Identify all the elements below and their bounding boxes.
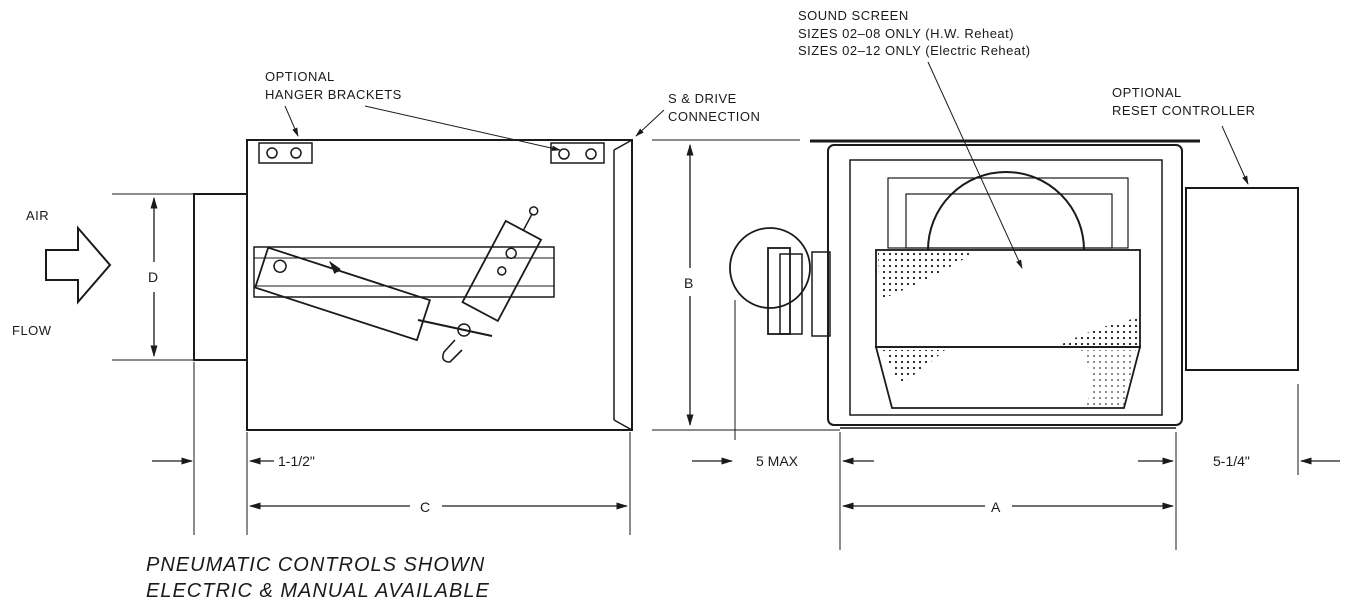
main-cabinet (246, 139, 633, 431)
sound-screen-label-line3: SIZES 02–12 ONLY (Electric Reheat) (798, 43, 1031, 58)
fan-motor (729, 227, 831, 337)
reset-controller-box (1185, 187, 1299, 371)
pneumatic-actuator (417, 206, 543, 363)
sound-screen (874, 249, 1142, 409)
hanger-bracket-left (258, 142, 313, 164)
controls-note-line1: PNEUMATIC CONTROLS SHOWN (146, 554, 485, 576)
dimension-five-quarter-label: 5-1/4" (1213, 453, 1250, 469)
air-flow-arrow-icon (45, 225, 112, 305)
reset-controller-label-line1: OPTIONAL (1112, 85, 1182, 100)
dimension-d (112, 193, 194, 361)
extension-lines (193, 300, 1299, 550)
air-label: AIR (26, 208, 49, 223)
flow-label: FLOW (12, 323, 52, 338)
dimension-b-label: B (684, 275, 693, 291)
drive-connection-label-line1: S & DRIVE (668, 91, 737, 106)
sound-screen-label-line1: SOUND SCREEN (798, 8, 909, 23)
hanger-label-line1: OPTIONAL (265, 69, 335, 84)
controls-note-line2: ELECTRIC & MANUAL AVAILABLE (146, 580, 490, 602)
damper-assembly (253, 246, 555, 342)
dimension-c-label: C (420, 499, 430, 515)
hanger-label-line2: HANGER BRACKETS (265, 87, 402, 102)
sound-screen-label-line2: SIZES 02–08 ONLY (H.W. Reheat) (798, 26, 1014, 41)
end-view-cabinet (810, 139, 1200, 429)
dimension-d-label: D (148, 269, 158, 285)
hanger-bracket-right (550, 142, 605, 164)
dimension-b (652, 139, 840, 431)
dimension-five-max-label: 5 MAX (756, 453, 799, 469)
dimension-one-half-label: 1-1/2" (278, 453, 315, 469)
drive-connection-label-line2: CONNECTION (668, 109, 760, 124)
inlet-collar (193, 193, 248, 361)
dimension-a-label: A (991, 499, 1001, 515)
reset-controller-label-line2: RESET CONTROLLER (1112, 103, 1256, 118)
